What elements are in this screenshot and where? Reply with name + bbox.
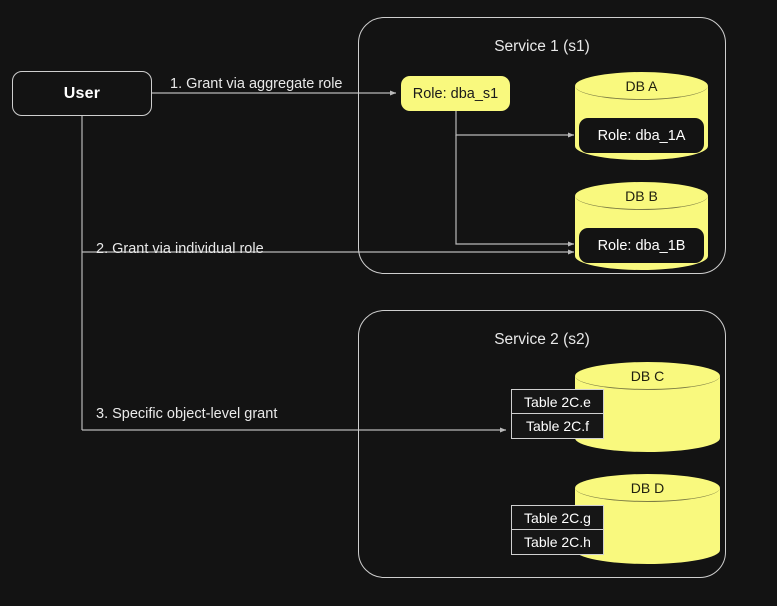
db-d-cylinder-top [575,474,720,502]
table-2c-f[interactable]: Table 2C.f [511,414,604,439]
user-label: User [63,84,101,102]
aggregate-role-label: Role: dba_s1 [412,85,499,102]
table-2c-h-label: Table 2C.h [524,534,591,550]
aggregate-role-dba-s1[interactable]: Role: dba_s1 [401,76,510,111]
flow-label-3: 3. Specific object-level grant [96,406,278,422]
table-2c-f-label: Table 2C.f [525,418,590,434]
table-2c-e-label: Table 2C.e [524,393,591,410]
db-d-label: DB D [630,480,665,496]
flow-label-2: 2. Grant via individual role [96,241,264,257]
service-2-container[interactable]: Service 2 (s2) [358,310,726,578]
user-node[interactable]: User [12,71,152,116]
db-b-label: DB B [625,188,658,204]
db-b-cylinder-top [575,182,708,210]
table-2c-h[interactable]: Table 2C.h [511,530,604,555]
wire-role-to-dbb [455,135,575,247]
db-a-cylinder-top [575,72,708,100]
db-b-role-label: Role: dba_1B [597,237,686,254]
db-c-label: DB C [630,368,665,384]
table-2c-g[interactable]: Table 2C.g [511,505,604,530]
table-2c-e[interactable]: Table 2C.e [511,389,604,414]
table-2c-g-label: Table 2C.g [524,509,591,526]
service-2-title: Service 2 (s2) [494,331,590,348]
db-a-role-chip[interactable]: Role: dba_1A [579,118,704,153]
service-1-container[interactable]: Service 1 (s1) [358,17,726,274]
service-1-title: Service 1 (s1) [494,38,590,55]
db-c-cylinder-top [575,362,720,390]
db-a-label: DB A [625,78,658,94]
db-b-role-chip[interactable]: Role: dba_1B [579,228,704,263]
db-a-role-label: Role: dba_1A [597,127,686,144]
flow-label-1: 1. Grant via aggregate role [170,76,343,92]
